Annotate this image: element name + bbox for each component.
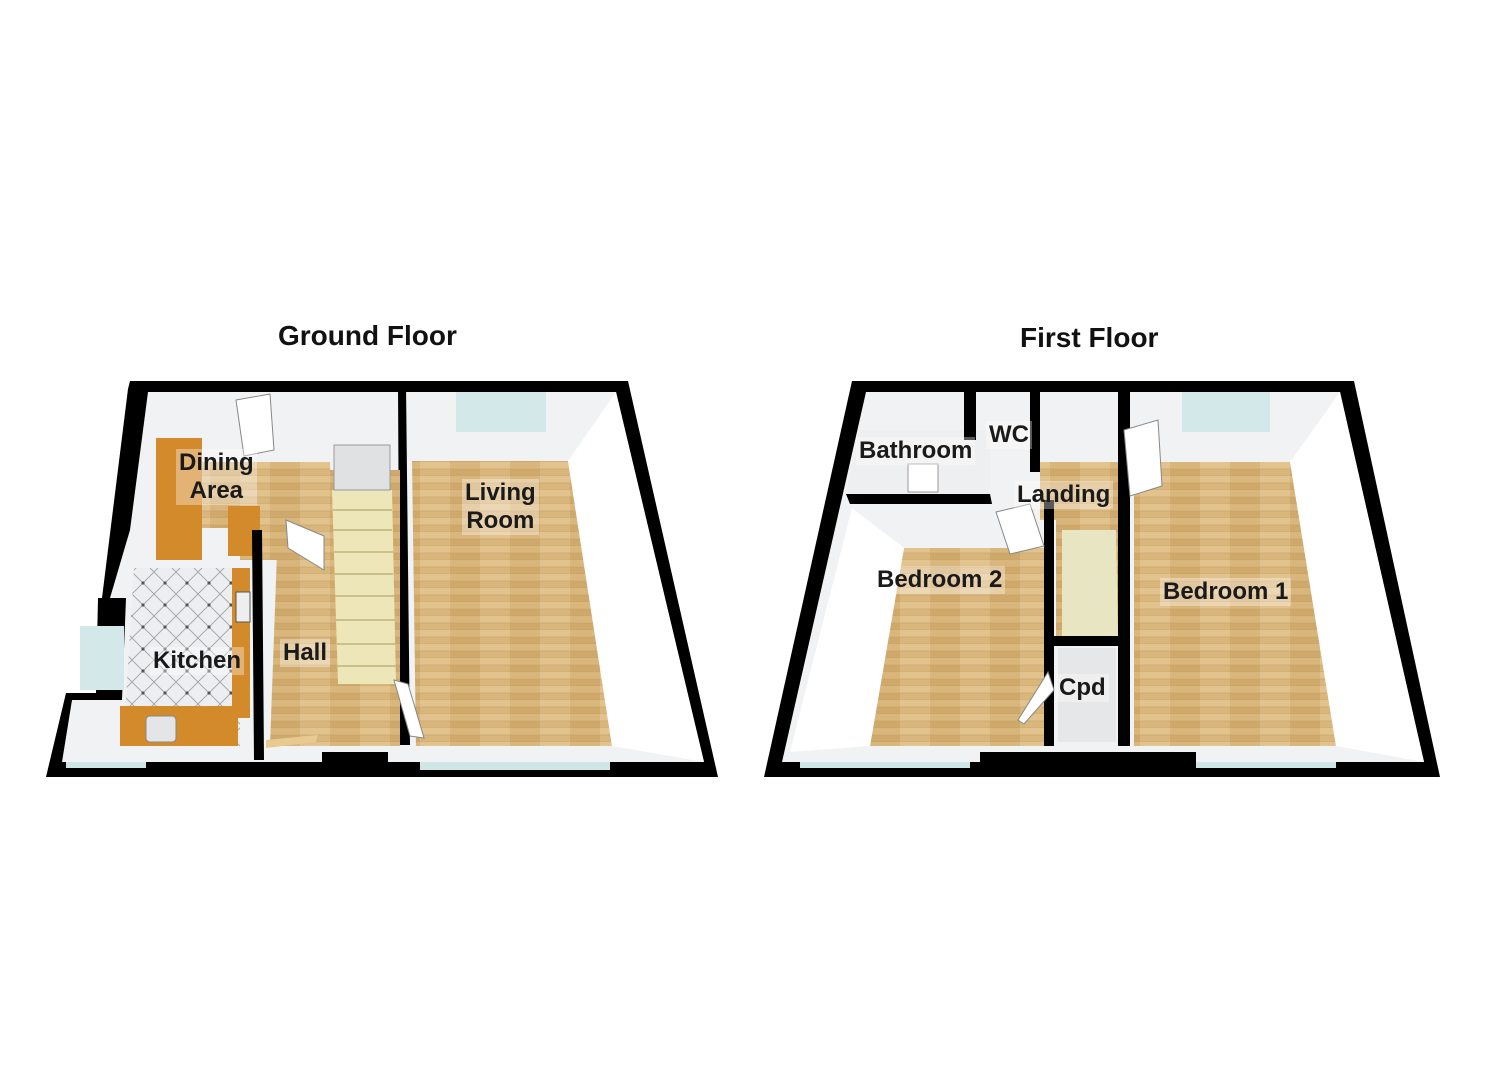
kitchen-floor (124, 568, 240, 746)
bedroom2-floor (870, 548, 1044, 746)
room-label-living-room: Living Room (462, 479, 539, 535)
first-floor-title: First Floor (1020, 322, 1159, 353)
room-label-wc: WC (986, 421, 1032, 449)
room-label-landing: Landing (1014, 481, 1114, 509)
ground-floor-plan (46, 381, 718, 777)
room-label-bedroom-2: Bedroom 2 (874, 566, 1006, 594)
first-floor-plan (764, 381, 1440, 777)
cupboard-floor (1058, 648, 1116, 742)
room-label-dining-area: Dining Area (176, 449, 257, 505)
bathroom-area (846, 430, 990, 494)
room-label-bedroom-1: Bedroom 1 (1160, 578, 1292, 606)
stairs (332, 490, 396, 684)
bedroom1-floor (1134, 462, 1336, 746)
room-label-kitchen: Kitchen (150, 647, 245, 675)
dining-cabinet (156, 438, 202, 560)
room-label-hall: Hall (280, 639, 331, 667)
living-room-floor (412, 461, 612, 746)
living-partition-wall (398, 385, 410, 745)
room-label-cpd: Cpd (1056, 674, 1109, 702)
room-label-bathroom: Bathroom (856, 437, 976, 465)
living-room-right-wall (568, 392, 704, 762)
kitchen-counter (120, 706, 238, 746)
ground-floor-title: Ground Floor (278, 320, 457, 351)
stair-treads (333, 509, 396, 667)
